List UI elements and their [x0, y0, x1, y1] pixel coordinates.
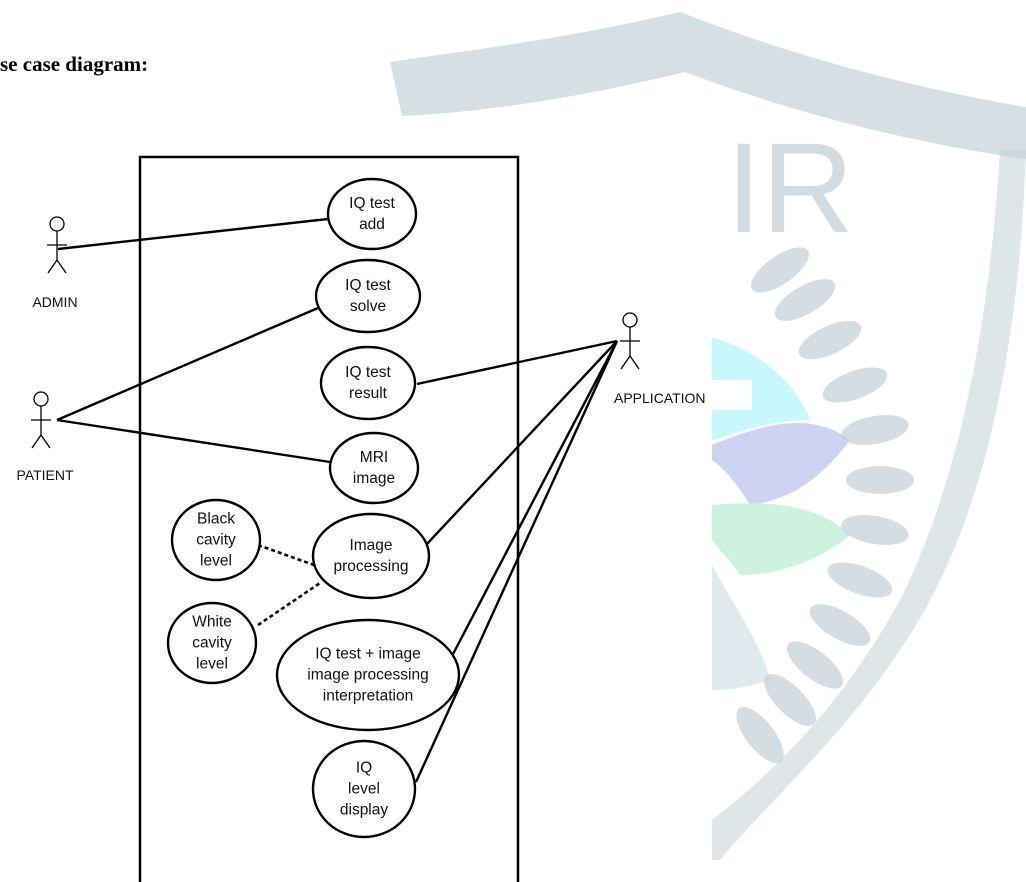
watermark-leaf — [751, 247, 809, 293]
use-case-label: Image — [349, 537, 392, 554]
use-case-label: IQ — [356, 760, 372, 777]
association-application-iq-test-result — [416, 339, 618, 386]
use-case-label: IQ test — [345, 364, 391, 381]
use-case-ellipse — [311, 739, 417, 839]
use-case-ellipse — [314, 258, 422, 334]
use-case-label: image — [353, 470, 395, 487]
watermark-leaf — [809, 604, 871, 646]
use-case-label: MRI — [360, 449, 388, 466]
watermark-petal — [712, 503, 850, 575]
use-case-image-processing: Image processing — [311, 512, 431, 600]
use-case-label: Black — [197, 511, 235, 528]
use-case-label: result — [349, 385, 388, 402]
actor-leg-right — [40, 434, 51, 449]
actor-head — [33, 391, 49, 407]
actor-application: APPLICATION — [614, 312, 706, 406]
use-case-ellipse — [328, 431, 420, 505]
actor-admin: ADMIN — [32, 216, 78, 310]
use-case-label: interpretation — [323, 688, 413, 705]
use-case-ellipse — [275, 618, 461, 732]
use-case-white-cavity-level: White cavity level — [166, 601, 258, 685]
dependency-white-cavity-level — [257, 581, 321, 627]
use-case-label: IQ test + image — [315, 646, 421, 663]
association-application-iq-level-display — [414, 340, 619, 783]
actors: ADMIN PATIENT APPLICATION — [16, 216, 752, 483]
association-application-image-processing — [425, 340, 618, 546]
actor-patient: PATIENT — [16, 391, 74, 483]
association-application-iq-image-interpretation — [450, 340, 619, 657]
page-heading: se case diagram: — [0, 52, 149, 76]
use-case-ellipse — [170, 498, 262, 582]
watermark-leaf — [774, 279, 836, 321]
association-admin-iq-test-add — [57, 217, 329, 251]
association-lines — [56, 217, 619, 783]
dependency-lines — [257, 543, 321, 627]
watermark-leaf — [798, 320, 862, 360]
use-case-ellipse — [311, 512, 431, 600]
actor-head — [49, 216, 65, 232]
watermark-petal — [712, 423, 850, 505]
actor-label: PATIENT — [16, 467, 73, 483]
use-case-label: display — [340, 802, 388, 819]
watermark-leaf — [846, 466, 914, 494]
use-case-ellipse — [326, 177, 418, 251]
use-case-label: level — [196, 656, 228, 673]
watermark-shield-side — [712, 150, 1026, 860]
use-case-label: IQ test — [349, 195, 395, 212]
watermark-text: IR — [726, 117, 854, 260]
use-case-iq-level-display: IQ level display — [311, 739, 417, 839]
association-patient-iq-test-solve — [56, 306, 319, 422]
use-case-mri-image: MRI image — [328, 431, 420, 505]
use-case-label: level — [200, 553, 232, 570]
actor-head — [622, 312, 638, 328]
use-case-label: processing — [334, 558, 409, 575]
use-case-label: cavity — [196, 532, 236, 549]
use-case-iq-test-add: IQ test add — [326, 177, 418, 251]
use-case-label: solve — [350, 298, 386, 315]
system-boundary — [138, 155, 520, 882]
watermark-logo: IR — [390, 12, 1026, 882]
watermark-petal — [700, 335, 810, 440]
actor-leg-left — [31, 434, 42, 449]
actor-leg-left — [620, 355, 631, 370]
actor-leg-left — [47, 259, 58, 274]
watermark-leaf — [841, 515, 909, 545]
watermark-leaf — [827, 562, 893, 598]
watermark-leaf — [764, 674, 816, 726]
use-case-iq-image-interpretation: IQ test + image image processing interpret… — [275, 618, 461, 732]
use-case-label: IQ test — [345, 277, 391, 294]
use-case-ellipse — [166, 601, 258, 685]
watermark-leaf — [786, 641, 844, 689]
watermark-leaf — [841, 415, 909, 445]
watermark-petal — [712, 565, 770, 690]
actor-leg-right — [56, 259, 67, 274]
use-case-ellipse — [319, 345, 417, 421]
use-case-label: level — [348, 781, 380, 798]
use-case-label: cavity — [192, 635, 232, 652]
watermark-leaf — [822, 367, 888, 403]
watermark-leaf — [736, 706, 784, 764]
actor-leg-right — [629, 355, 640, 370]
use-case-label: White — [192, 614, 232, 631]
use-case-iq-test-result: IQ test result — [319, 345, 417, 421]
use-case-label: image processing — [307, 667, 428, 684]
use-case-label: add — [359, 216, 385, 233]
actor-label: APPLICATION — [614, 390, 706, 406]
use-case-black-cavity-level: Black cavity level — [170, 498, 262, 582]
watermark-shield-outline — [390, 12, 1026, 160]
use-case-iq-test-solve: IQ test solve — [314, 258, 422, 334]
dependency-black-cavity-level — [257, 543, 315, 567]
association-patient-mri-image — [56, 418, 331, 464]
actor-label: ADMIN — [32, 294, 77, 310]
